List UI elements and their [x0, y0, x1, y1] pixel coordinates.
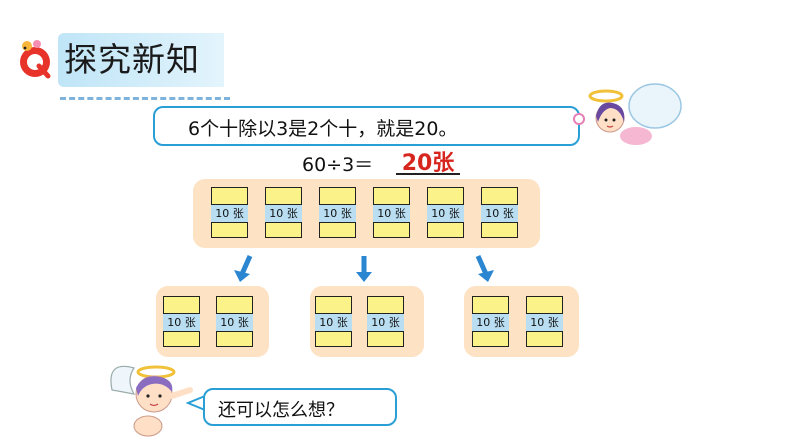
angel-girl-icon	[588, 83, 682, 145]
card: 10 张	[163, 296, 200, 347]
card-label: 10 张	[163, 313, 200, 332]
arrow-down-left-icon	[234, 254, 253, 282]
card: 10 张	[315, 296, 352, 347]
card: 10 张	[211, 187, 248, 238]
speech-bubble-bottom-text: 还可以怎么想？	[218, 400, 344, 421]
page-title: 探究新知	[64, 40, 200, 79]
card-label: 10 张	[373, 204, 410, 223]
card-label: 10 张	[526, 313, 563, 332]
title-divider	[60, 97, 230, 100]
card: 10 张	[367, 296, 404, 347]
card-label: 10 张	[427, 204, 464, 223]
card: 10 张	[373, 187, 410, 238]
card-label: 10 张	[319, 204, 356, 223]
card-label: 10 张	[472, 313, 509, 332]
bubble-pointer-icon	[573, 113, 585, 125]
card: 10 张	[481, 187, 518, 238]
angel-boy-icon	[110, 365, 193, 437]
speech-bubble-top	[153, 106, 580, 146]
speech-bubble-bottom	[203, 388, 397, 426]
arrow-down-right-icon	[475, 254, 494, 282]
speech-bubble-top-text: 6个十除以3是2个十，就是20。	[188, 118, 458, 140]
card-label: 10 张	[216, 313, 253, 332]
arrow-down-icon	[356, 256, 372, 282]
card: 10 张	[472, 296, 509, 347]
card: 10 张	[216, 296, 253, 347]
equation-expression: 60÷3＝	[302, 154, 374, 176]
equation-answer: 20张	[401, 151, 455, 176]
q-logo-icon	[20, 40, 51, 79]
card: 10 张	[427, 187, 464, 238]
card-label: 10 张	[211, 204, 248, 223]
card-label: 10 张	[315, 313, 352, 332]
card: 10 张	[265, 187, 302, 238]
card-label: 10 张	[367, 313, 404, 332]
card-label: 10 张	[265, 204, 302, 223]
card: 10 张	[319, 187, 356, 238]
card-label: 10 张	[481, 204, 518, 223]
bubble-tail-icon	[186, 395, 206, 411]
answer-underline	[396, 173, 460, 175]
title-background	[58, 33, 224, 87]
card: 10 张	[526, 296, 563, 347]
